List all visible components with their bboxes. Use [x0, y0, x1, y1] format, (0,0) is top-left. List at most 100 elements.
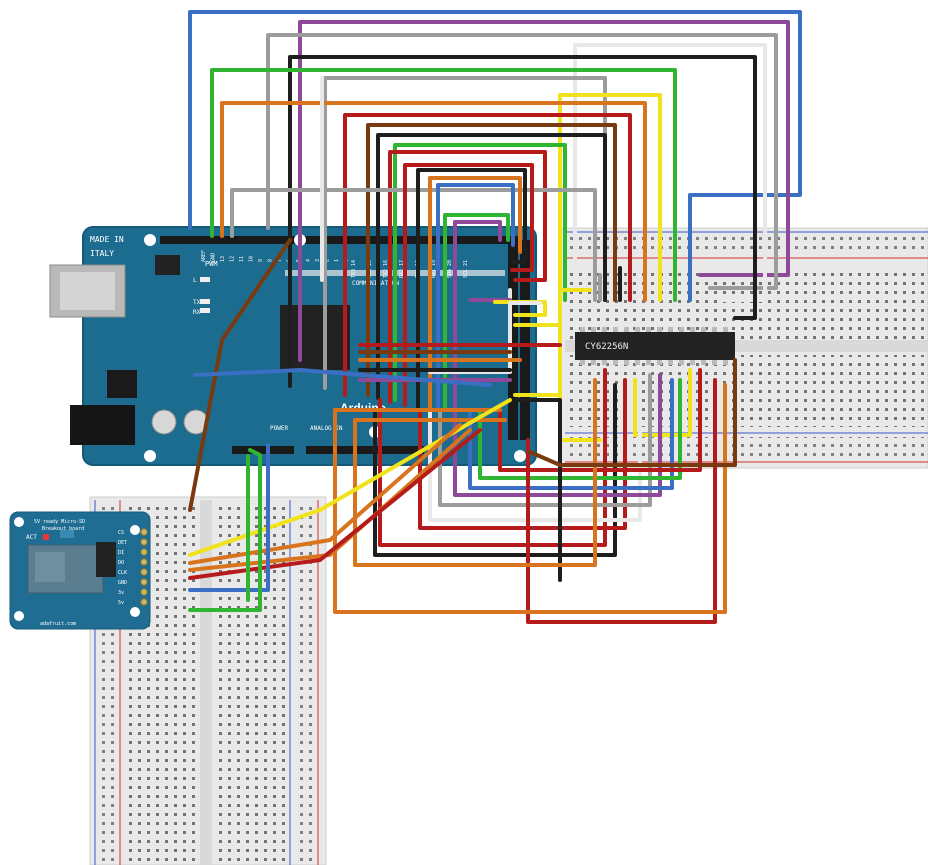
chip-pin — [635, 360, 640, 365]
blue-wire — [188, 10, 802, 302]
chip-pin — [580, 327, 585, 332]
pin-label: TX2 16 — [383, 260, 389, 278]
orange-wire — [428, 176, 522, 412]
yellow-wire — [513, 288, 592, 327]
red-wire — [418, 378, 627, 530]
pin-label: SDA 20 — [447, 260, 453, 278]
chip-pin — [712, 327, 717, 332]
sd-pin — [140, 578, 148, 586]
purple-wire — [298, 20, 790, 362]
sd-pin-label: DI — [118, 550, 124, 556]
red-wire — [498, 368, 702, 472]
power-jack — [70, 405, 135, 445]
green-wire — [188, 448, 262, 612]
sd-pin-label: DET — [118, 540, 127, 546]
wires — [188, 10, 802, 624]
chip-pin — [591, 360, 596, 365]
white-wire — [573, 43, 767, 302]
chip-pin — [723, 360, 728, 365]
sd-pin-label: GND — [118, 580, 127, 586]
sd-pin — [140, 528, 148, 536]
chip-pin — [668, 360, 673, 365]
blue-wire — [468, 378, 674, 490]
red-wire — [403, 163, 534, 407]
red-wire — [526, 378, 717, 624]
pin-label: AREF — [201, 250, 207, 262]
black-wire — [288, 55, 757, 388]
chip-pin — [668, 327, 673, 332]
green-wire — [443, 213, 510, 412]
chip-pin — [657, 360, 662, 365]
sram-chip-label: CY62256N — [585, 342, 628, 352]
pwm-label: PWM — [205, 260, 218, 268]
brown-wire — [366, 123, 617, 397]
italy-label: ITALY — [90, 249, 114, 258]
analog-label: ANALOG IN — [310, 425, 343, 432]
gray-wire — [230, 188, 597, 302]
power-label: POWER — [270, 425, 288, 432]
yellow-wire — [558, 93, 662, 422]
red-wire — [388, 150, 547, 404]
orange-wire — [353, 378, 597, 567]
yellow-wire — [633, 368, 692, 437]
blue-wire — [436, 183, 515, 412]
pin-label: 12 — [230, 256, 236, 262]
orange-wire — [220, 101, 647, 302]
black-wire — [513, 398, 562, 582]
pin-label: 1 — [334, 259, 340, 262]
pin-label: 3 — [315, 259, 321, 262]
arduino-mega-board: MADE IN ITALY PWM COMMUNICATION Arduino … — [49, 226, 537, 466]
pin-label: 11 — [239, 256, 245, 262]
chip-pin — [679, 360, 684, 365]
made-in-label: MADE IN — [90, 235, 124, 244]
led-rx-label: RX — [193, 309, 201, 316]
communication-label: COMMUNICATION — [352, 280, 399, 287]
sd-pin — [140, 558, 148, 566]
yellow-wire — [188, 398, 512, 557]
sd-title-line1: 5V ready Micro-SD — [34, 519, 85, 525]
sd-pin-label: CLK — [118, 570, 127, 576]
pin-label: 8 — [268, 259, 274, 262]
chip-pin — [646, 327, 651, 332]
chip-pin — [646, 360, 651, 365]
orange-wire — [188, 423, 462, 565]
led-tx-label: TX — [193, 299, 201, 306]
chip-pin — [679, 327, 684, 332]
green-wire — [210, 68, 677, 302]
chip-pin — [613, 360, 618, 365]
pin-label: 13 — [220, 256, 226, 262]
chip-pin — [701, 327, 706, 332]
black-wire — [416, 168, 527, 412]
brown-wire — [188, 238, 292, 512]
sram-chip: CY62256N — [575, 327, 735, 365]
chip-pin — [602, 360, 607, 365]
chip-pin — [635, 327, 640, 332]
sd-pin — [140, 548, 148, 556]
chip-pin — [690, 360, 695, 365]
pin-label: TX3 14 — [351, 260, 357, 278]
blue-wire — [193, 368, 492, 387]
chip-pin — [701, 360, 706, 365]
orange-wire — [333, 383, 727, 614]
sd-pin-label: DO — [118, 560, 124, 566]
chip-pin — [657, 327, 662, 332]
pin-label: RX2 17 — [399, 260, 405, 278]
red-wire — [378, 368, 607, 547]
pin-label: 10 — [249, 256, 255, 262]
regulator-chip — [107, 370, 137, 398]
pin-label: GND — [211, 253, 217, 262]
red-wire — [343, 113, 632, 397]
sd-pin — [140, 598, 148, 606]
green-wire — [478, 378, 682, 480]
blue-wire — [188, 443, 270, 592]
sd-pin-label: 3v — [118, 590, 124, 596]
purple-wire — [453, 220, 502, 412]
orange-wire — [188, 428, 472, 572]
sd-act-label: ACT — [26, 534, 37, 541]
brown-wire — [528, 358, 737, 467]
chip-pin — [591, 327, 596, 332]
pin-label: 4 — [306, 259, 312, 262]
led-l-label: L — [193, 277, 197, 284]
chip-pin — [624, 360, 629, 365]
